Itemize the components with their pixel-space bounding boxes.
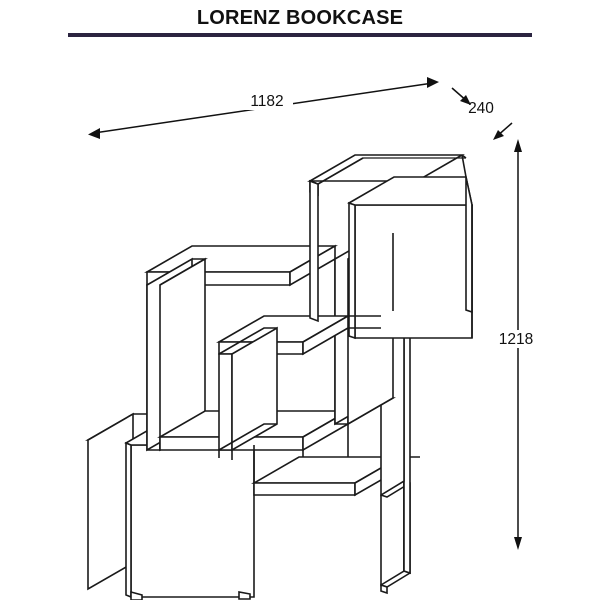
title-divider xyxy=(68,33,532,37)
top-right-cabinet xyxy=(307,154,473,340)
construction-edges xyxy=(218,233,394,483)
upper-left-shelf-box xyxy=(144,231,396,452)
page-title: LORENZ BOOKCASE xyxy=(196,7,404,29)
center-cube-shelf xyxy=(216,314,351,452)
width-dimension-label: 1182 xyxy=(250,93,283,110)
depth-dimension-label: 240 xyxy=(468,100,494,117)
title-bar: LORENZ BOOKCASE xyxy=(0,0,600,40)
technical-drawing-canvas: 1182 240 1218 xyxy=(0,40,600,600)
height-dimension-label: 1218 xyxy=(499,331,533,348)
depth-dimension: 240 xyxy=(451,87,513,140)
height-dimension: 1218 xyxy=(495,139,537,550)
width-dimension: 1182 xyxy=(88,77,439,139)
